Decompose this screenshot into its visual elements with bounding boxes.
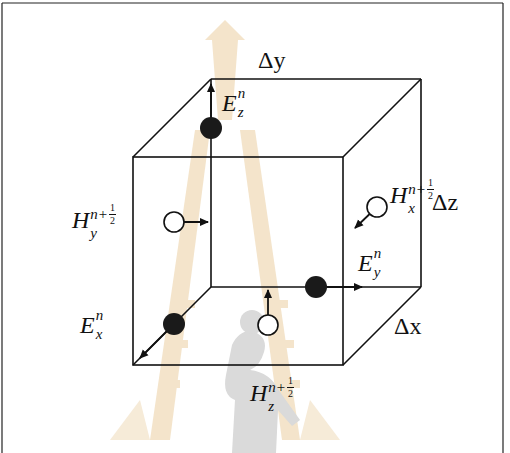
field-label: Eny [358, 246, 381, 280]
fraction-bar [287, 387, 294, 388]
field-label: Hn+12x [390, 178, 434, 212]
dimension-label: Δz [432, 190, 458, 214]
frame [2, 3, 503, 453]
field-symbol: E [358, 251, 373, 275]
component-index: z [268, 399, 294, 414]
fraction-numerator: 1 [288, 376, 293, 386]
cube-edges [133, 79, 421, 365]
field-symbol: E [222, 91, 237, 115]
field-symbol: E [80, 313, 95, 337]
time-index: n+ [268, 380, 286, 395]
watermark [110, 20, 340, 453]
component-index: x [408, 201, 434, 216]
index-stack: nz [238, 86, 246, 120]
index-stack: nx [96, 308, 104, 342]
h-field-samples [164, 197, 387, 335]
field-symbol: H [390, 183, 407, 207]
component-index: x [96, 327, 104, 342]
field-symbol: H [72, 208, 89, 232]
field-label: Hn+12z [250, 376, 294, 410]
component-index: z [238, 105, 246, 120]
time-index: n [238, 86, 246, 101]
field-label: Enz [222, 86, 245, 120]
component-index: y [90, 226, 116, 241]
component-index: y [374, 265, 382, 280]
index-stack: n+12x [408, 178, 434, 212]
time-index: n+ [408, 182, 426, 197]
time-index: n [374, 246, 382, 261]
time-index: n+12 [408, 178, 434, 201]
fraction-numerator: 1 [110, 203, 115, 213]
index-stack: n+12y [90, 203, 116, 237]
cell-size: Δy [258, 48, 285, 72]
fraction-numerator: 1 [428, 178, 433, 188]
field-label: Enx [80, 308, 103, 342]
half-fraction: 12 [109, 203, 116, 226]
fraction-denominator: 2 [288, 389, 293, 399]
dimension-label: Δy [258, 48, 285, 72]
half-fraction: 12 [287, 376, 294, 399]
time-index: n+12 [90, 203, 116, 226]
time-index: n+12 [268, 376, 294, 399]
time-index: n [96, 308, 104, 323]
dimension-label: Δx [394, 314, 421, 338]
field-label: Hn+12y [72, 203, 116, 237]
cell-size: Δx [394, 314, 421, 338]
fraction-denominator: 2 [110, 216, 115, 226]
cell-size: Δz [432, 190, 458, 214]
fraction-bar [109, 214, 116, 215]
time-index: n+ [90, 207, 108, 222]
index-stack: ny [374, 246, 382, 280]
field-symbol: H [250, 381, 267, 405]
index-stack: n+12z [268, 376, 294, 410]
e-field-samples [140, 84, 362, 358]
